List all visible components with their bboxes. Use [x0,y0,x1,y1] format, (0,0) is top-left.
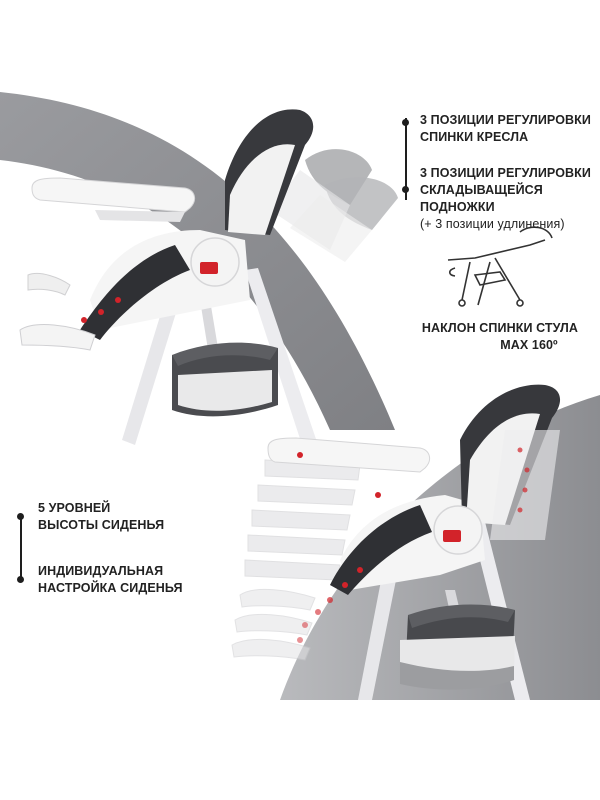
feature-recline: НАКЛОН СПИНКИ СТУЛА MAX 160º [402,320,598,354]
top-chair-footrest [19,324,96,351]
feature-seat-line2: НАСТРОЙКА СИДЕНЬЯ [38,581,183,595]
feature-height: 5 УРОВНЕЙ ВЫСОТЫ СИДЕНЬЯ [38,500,164,534]
feature-backrest-line2: СПИНКИ КРЕСЛА [420,130,529,144]
bottom-chair-tray [267,437,431,473]
feature-height-line2: ВЫСОТЫ СИДЕНЬЯ [38,518,165,532]
feature-height-line1: 5 УРОВНЕЙ [38,501,111,515]
chair-top [19,109,398,448]
feature-recline-line1: НАКЛОН СПИНКИ СТУЛА [421,321,579,335]
ghost-backrest-2 [325,177,398,230]
feature-backrest-line1: 3 ПОЗИЦИИ РЕГУЛИРОВКИ [420,113,591,127]
bullet-backrest [402,119,409,126]
chair-bottom [231,384,561,700]
feature-seat: ИНДИВИДУАЛЬНАЯ НАСТРОЙКА СИДЕНЬЯ [38,563,183,597]
feature-footrest: 3 ПОЗИЦИИ РЕГУЛИРОВКИ СКЛАДЫВАЩЕЙСЯ ПОДН… [420,165,600,233]
top-chair-leg-front [122,300,180,445]
feature-recline-line2: MAX 160º [500,338,558,352]
feature-footrest-line3: (+ 3 позиции удлинения) [420,217,565,231]
bullet-height [17,513,24,520]
bottom-chair-leg-front [358,560,400,700]
top-chair-tray [31,177,196,213]
top-chair-red-button [200,262,218,274]
feature-line-left [20,518,22,578]
bullet-seat [17,576,24,583]
bullet-footrest [402,186,409,193]
feature-backrest: 3 ПОЗИЦИИ РЕГУЛИРОВКИ СПИНКИ КРЕСЛА [420,112,591,146]
bottom-chair-red-button [443,530,461,542]
recline-icon [447,226,553,307]
feature-footrest-line2: СКЛАДЫВАЩЕЙСЯ ПОДНОЖКИ [420,183,543,214]
top-chair-leg-back [245,268,318,448]
feature-line-right [405,118,407,200]
feature-seat-line1: ИНДИВИДУАЛЬНАЯ [38,564,164,578]
gray-band-top [0,92,395,430]
feature-footrest-line1: 3 ПОЗИЦИИ РЕГУЛИРОВКИ [420,166,591,180]
